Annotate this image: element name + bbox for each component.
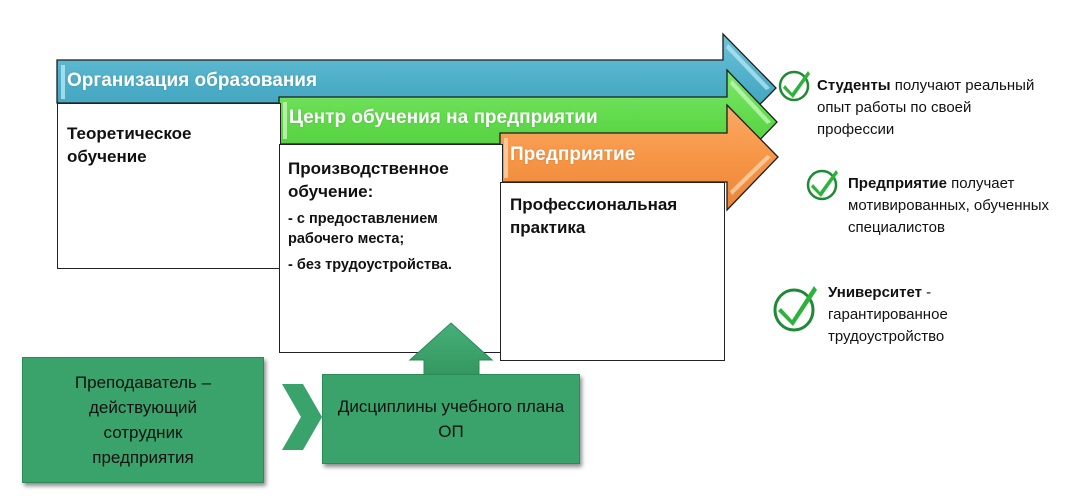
benefit-students-text: получают реальный опыт работы по своей п…	[817, 77, 1035, 138]
stage-1-box: Теоретическое обучение	[57, 103, 281, 269]
stage-3-line-1: Профессиональная	[510, 195, 678, 214]
stage-2-line-2: обучение:	[288, 182, 374, 201]
arrow-1-left-highlight	[61, 65, 65, 99]
benefit-students-bold: Студенты	[817, 77, 891, 94]
benefit-students: Студенты получают реальный опыт работы п…	[817, 75, 1047, 141]
stage-1-line-1: Теоретическое	[67, 124, 192, 143]
teacher-box: Преподаватель – действующий сотрудник пр…	[22, 357, 264, 483]
benefit-enterprise-text: получает мотивированных, обученных специ…	[848, 175, 1050, 236]
stage-1-line-2: обучение	[67, 147, 147, 166]
benefit-enterprise: Предприятие получает мотивированных, обу…	[848, 173, 1063, 239]
benefit-enterprise-bold: Предприятие	[848, 175, 947, 192]
disciplines-box: Дисциплины учебного плана ОП	[322, 374, 580, 464]
arrow-3-left-highlight	[504, 138, 508, 178]
arrow-2-left-highlight	[283, 102, 287, 139]
stage-2-sub-item-2: - без трудоустройства.	[288, 257, 452, 273]
stage-1-title: Организация образования	[67, 70, 318, 91]
stage-3-line-2: практика	[510, 218, 586, 237]
benefit-university-text: - гарантированное трудоустройство	[828, 284, 948, 345]
teacher-box-text: Преподаватель – действующий сотрудник пр…	[74, 373, 212, 467]
stage-2-content: Производственное обучение: - с предостав…	[288, 157, 498, 275]
checkmark-icon	[806, 169, 838, 201]
stage-2-title: Центр обучения на предприятии	[289, 107, 598, 128]
checkmark-icon	[773, 286, 817, 332]
checkmark-icon	[778, 70, 810, 102]
stage-2-line-1: Производственное	[288, 159, 449, 178]
arrow-1-highlight	[726, 44, 770, 90]
arrow-2-highlight	[730, 80, 771, 124]
stage-2-sub-item-1: - с предоставлением рабочего места;	[288, 211, 438, 247]
stage-3-box: Профессиональная практика	[500, 182, 725, 361]
benefit-university: Университет - гарантированное трудоустро…	[828, 282, 998, 348]
stage-3-title: Предприятие	[510, 144, 636, 165]
arrow-3-highlight	[730, 155, 771, 195]
disciplines-box-text: Дисциплины учебного плана ОП	[337, 397, 565, 441]
stage-2-box: Производственное обучение: - с предостав…	[279, 144, 503, 353]
benefit-university-bold: Университет	[828, 284, 922, 301]
chevron-right-icon	[282, 384, 322, 450]
stage-3-content: Профессиональная практика	[510, 193, 677, 239]
stage-1-content: Теоретическое обучение	[67, 122, 191, 168]
